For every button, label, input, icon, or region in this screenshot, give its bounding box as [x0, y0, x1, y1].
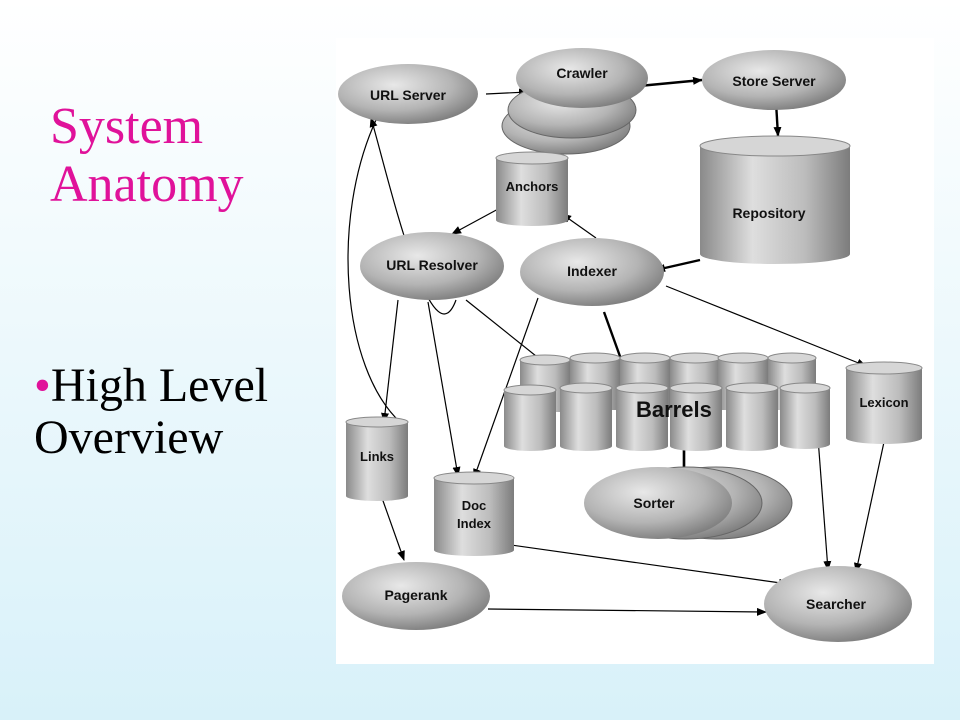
searcher-node: Searcher: [764, 566, 912, 642]
pagerank-node: Pagerank: [342, 562, 490, 630]
arrow-urlserver-crawler: [485, 88, 529, 97]
store-server-label: Store Server: [732, 73, 816, 89]
arrow-links-pagerank: [381, 497, 405, 561]
arrow-pagerank-searcher: [487, 607, 767, 616]
links-node: Links: [345, 416, 409, 501]
indexer-node: Indexer: [520, 238, 664, 306]
pagerank-label: Pagerank: [384, 587, 447, 603]
bullet-item: •High Level Overview: [34, 360, 314, 464]
arrow-indexer-lexicon: [665, 285, 867, 367]
links-label: Links: [360, 449, 394, 464]
sorter-label: Sorter: [633, 495, 675, 511]
anchors-node: Anchors: [495, 151, 569, 226]
barrel-cylinder: [725, 382, 779, 451]
crawler-node: Crawler: [501, 48, 648, 155]
barrels-label: Barrels: [636, 397, 712, 422]
barrel-cylinder: [615, 382, 669, 451]
bullet-dot-icon: •: [34, 359, 51, 412]
barrel-cylinder: [503, 384, 557, 451]
anchors-label: Anchors: [506, 179, 559, 194]
doc-index-label-line2: Index: [457, 516, 492, 531]
arrow-barrels-searcher: [817, 437, 832, 571]
arrow-urlresolver-docindex: [427, 301, 461, 477]
crawler-label: Crawler: [556, 65, 608, 81]
slide-title-line2: Anatomy: [50, 156, 244, 213]
lexicon-node: Lexicon: [845, 361, 923, 444]
sorter-node: Sorter: [584, 466, 793, 540]
barrel-cylinder: [779, 382, 831, 449]
indexer-label: Indexer: [567, 263, 617, 279]
architecture-diagram: URL Server Crawler Store Server Reposito…: [336, 38, 934, 664]
repository-node: Repository: [699, 135, 851, 264]
searcher-label: Searcher: [806, 596, 866, 612]
lexicon-label: Lexicon: [859, 395, 908, 410]
barrels-front-row: Barrels: [503, 382, 831, 451]
architecture-diagram-svg: URL Server Crawler Store Server Reposito…: [338, 48, 923, 642]
url-server-label: URL Server: [370, 87, 447, 103]
url-server-node: URL Server: [338, 64, 478, 124]
arrow-docindex-searcher: [503, 543, 789, 587]
bullet-text: High Level Overview: [34, 359, 269, 464]
slide-title-line1: System: [50, 98, 204, 155]
arrow-lexicon-searcher: [853, 441, 885, 573]
arrow-urlresolver-links: [381, 299, 399, 423]
store-server-node: Store Server: [702, 50, 846, 110]
url-resolver-label: URL Resolver: [386, 257, 478, 273]
arrow-urlserver-loop: [347, 119, 402, 424]
slide-title: System Anatomy: [50, 98, 310, 214]
barrel-cylinder: [669, 382, 723, 451]
arrow-anchors-urlresolver: [451, 207, 501, 235]
url-resolver-node: URL Resolver: [360, 232, 504, 300]
repository-label: Repository: [732, 205, 805, 221]
barrel-cylinder: [559, 382, 613, 451]
doc-index-node: Doc Index: [433, 471, 515, 556]
doc-index-label-line1: Doc: [462, 498, 487, 513]
